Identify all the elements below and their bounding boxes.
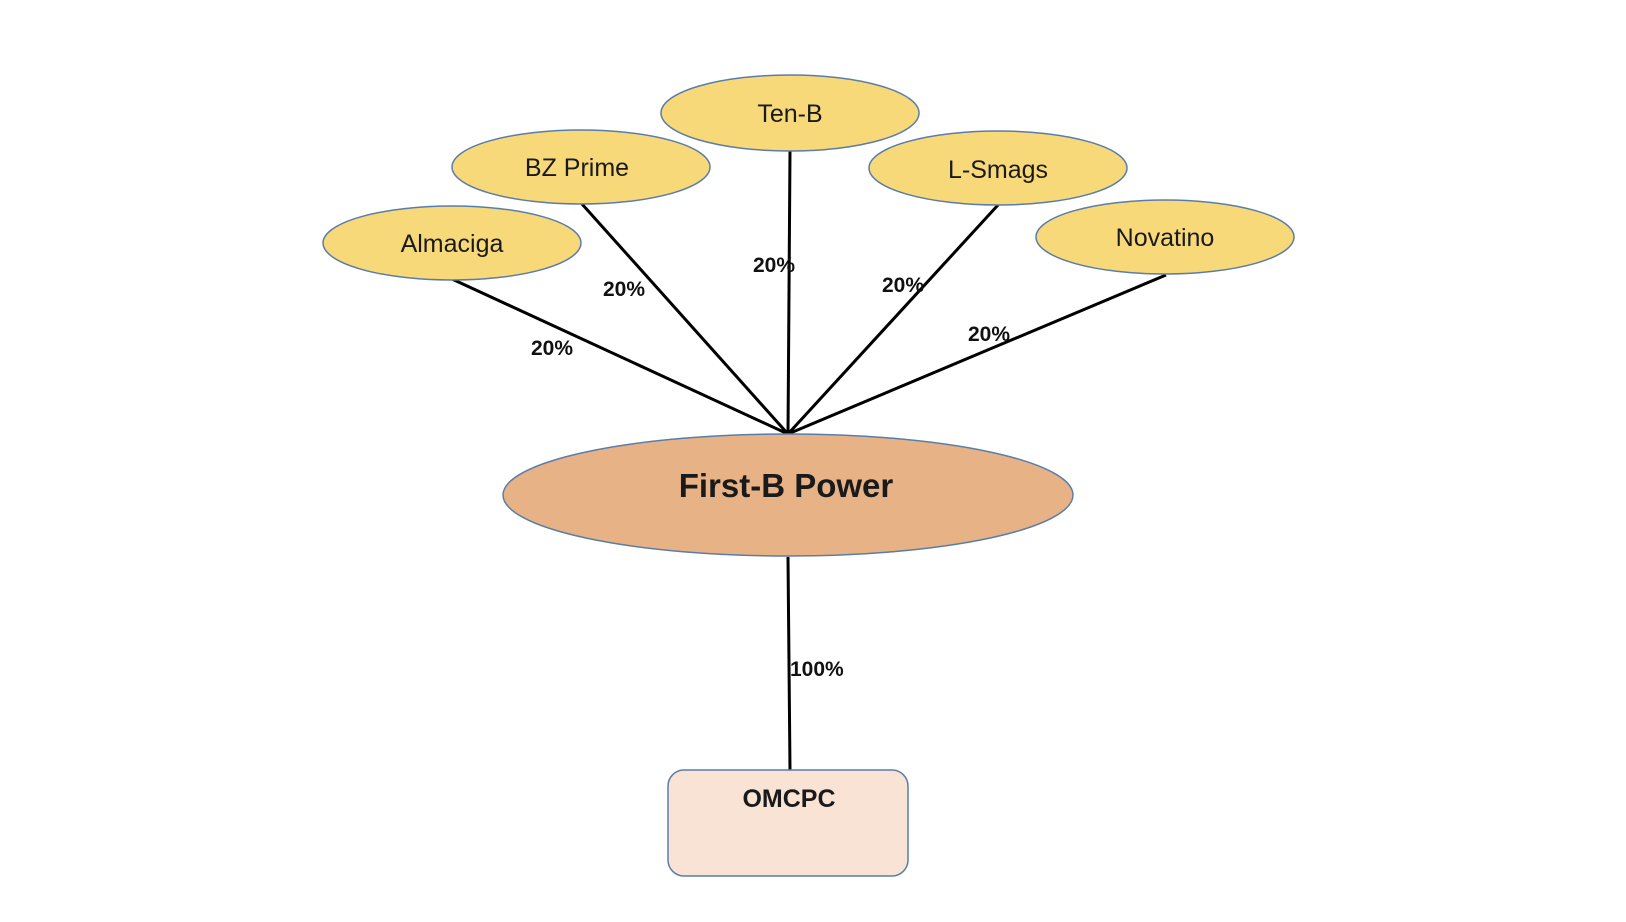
edge-omcpc bbox=[786, 556, 792, 771]
shareholder-name: Ten-B bbox=[757, 100, 822, 128]
shareholder-name: Novatino bbox=[1116, 224, 1215, 252]
stake-label-lsmags: 20% bbox=[882, 274, 924, 297]
stake-label-bzprime: 20% bbox=[603, 278, 645, 301]
stake-label-omcpc: 100% bbox=[790, 658, 844, 681]
shareholder-node-novatino: Novatino bbox=[1035, 199, 1295, 275]
edge-bzprime bbox=[580, 202, 790, 436]
parent-node-first-b-power: First-B Power bbox=[502, 433, 1074, 557]
subsidiary-name: OMCPC bbox=[742, 785, 835, 813]
shareholder-node-tenb: Ten-B bbox=[660, 74, 920, 152]
edge-lsmags bbox=[786, 203, 1000, 436]
shareholder-name: Almaciga bbox=[401, 230, 504, 258]
shareholder-node-bzprime: BZ Prime bbox=[451, 129, 711, 205]
edge-tenb bbox=[786, 150, 792, 435]
edges bbox=[451, 150, 1167, 771]
shareholder-node-lsmags: L-Smags bbox=[868, 130, 1128, 206]
edge-novatino bbox=[787, 273, 1167, 436]
stake-label-almaciga: 20% bbox=[531, 337, 573, 360]
parent-name: First-B Power bbox=[679, 467, 894, 504]
shareholder-name: L-Smags bbox=[948, 156, 1048, 184]
shareholder-name: BZ Prime bbox=[525, 154, 629, 182]
edge-almaciga bbox=[451, 277, 789, 436]
stake-label-novatino: 20% bbox=[968, 323, 1010, 346]
shareholder-node-almaciga: Almaciga bbox=[322, 205, 582, 281]
stake-label-tenb: 20% bbox=[753, 254, 795, 277]
subsidiary-node-omcpc: OMCPC bbox=[667, 769, 909, 877]
